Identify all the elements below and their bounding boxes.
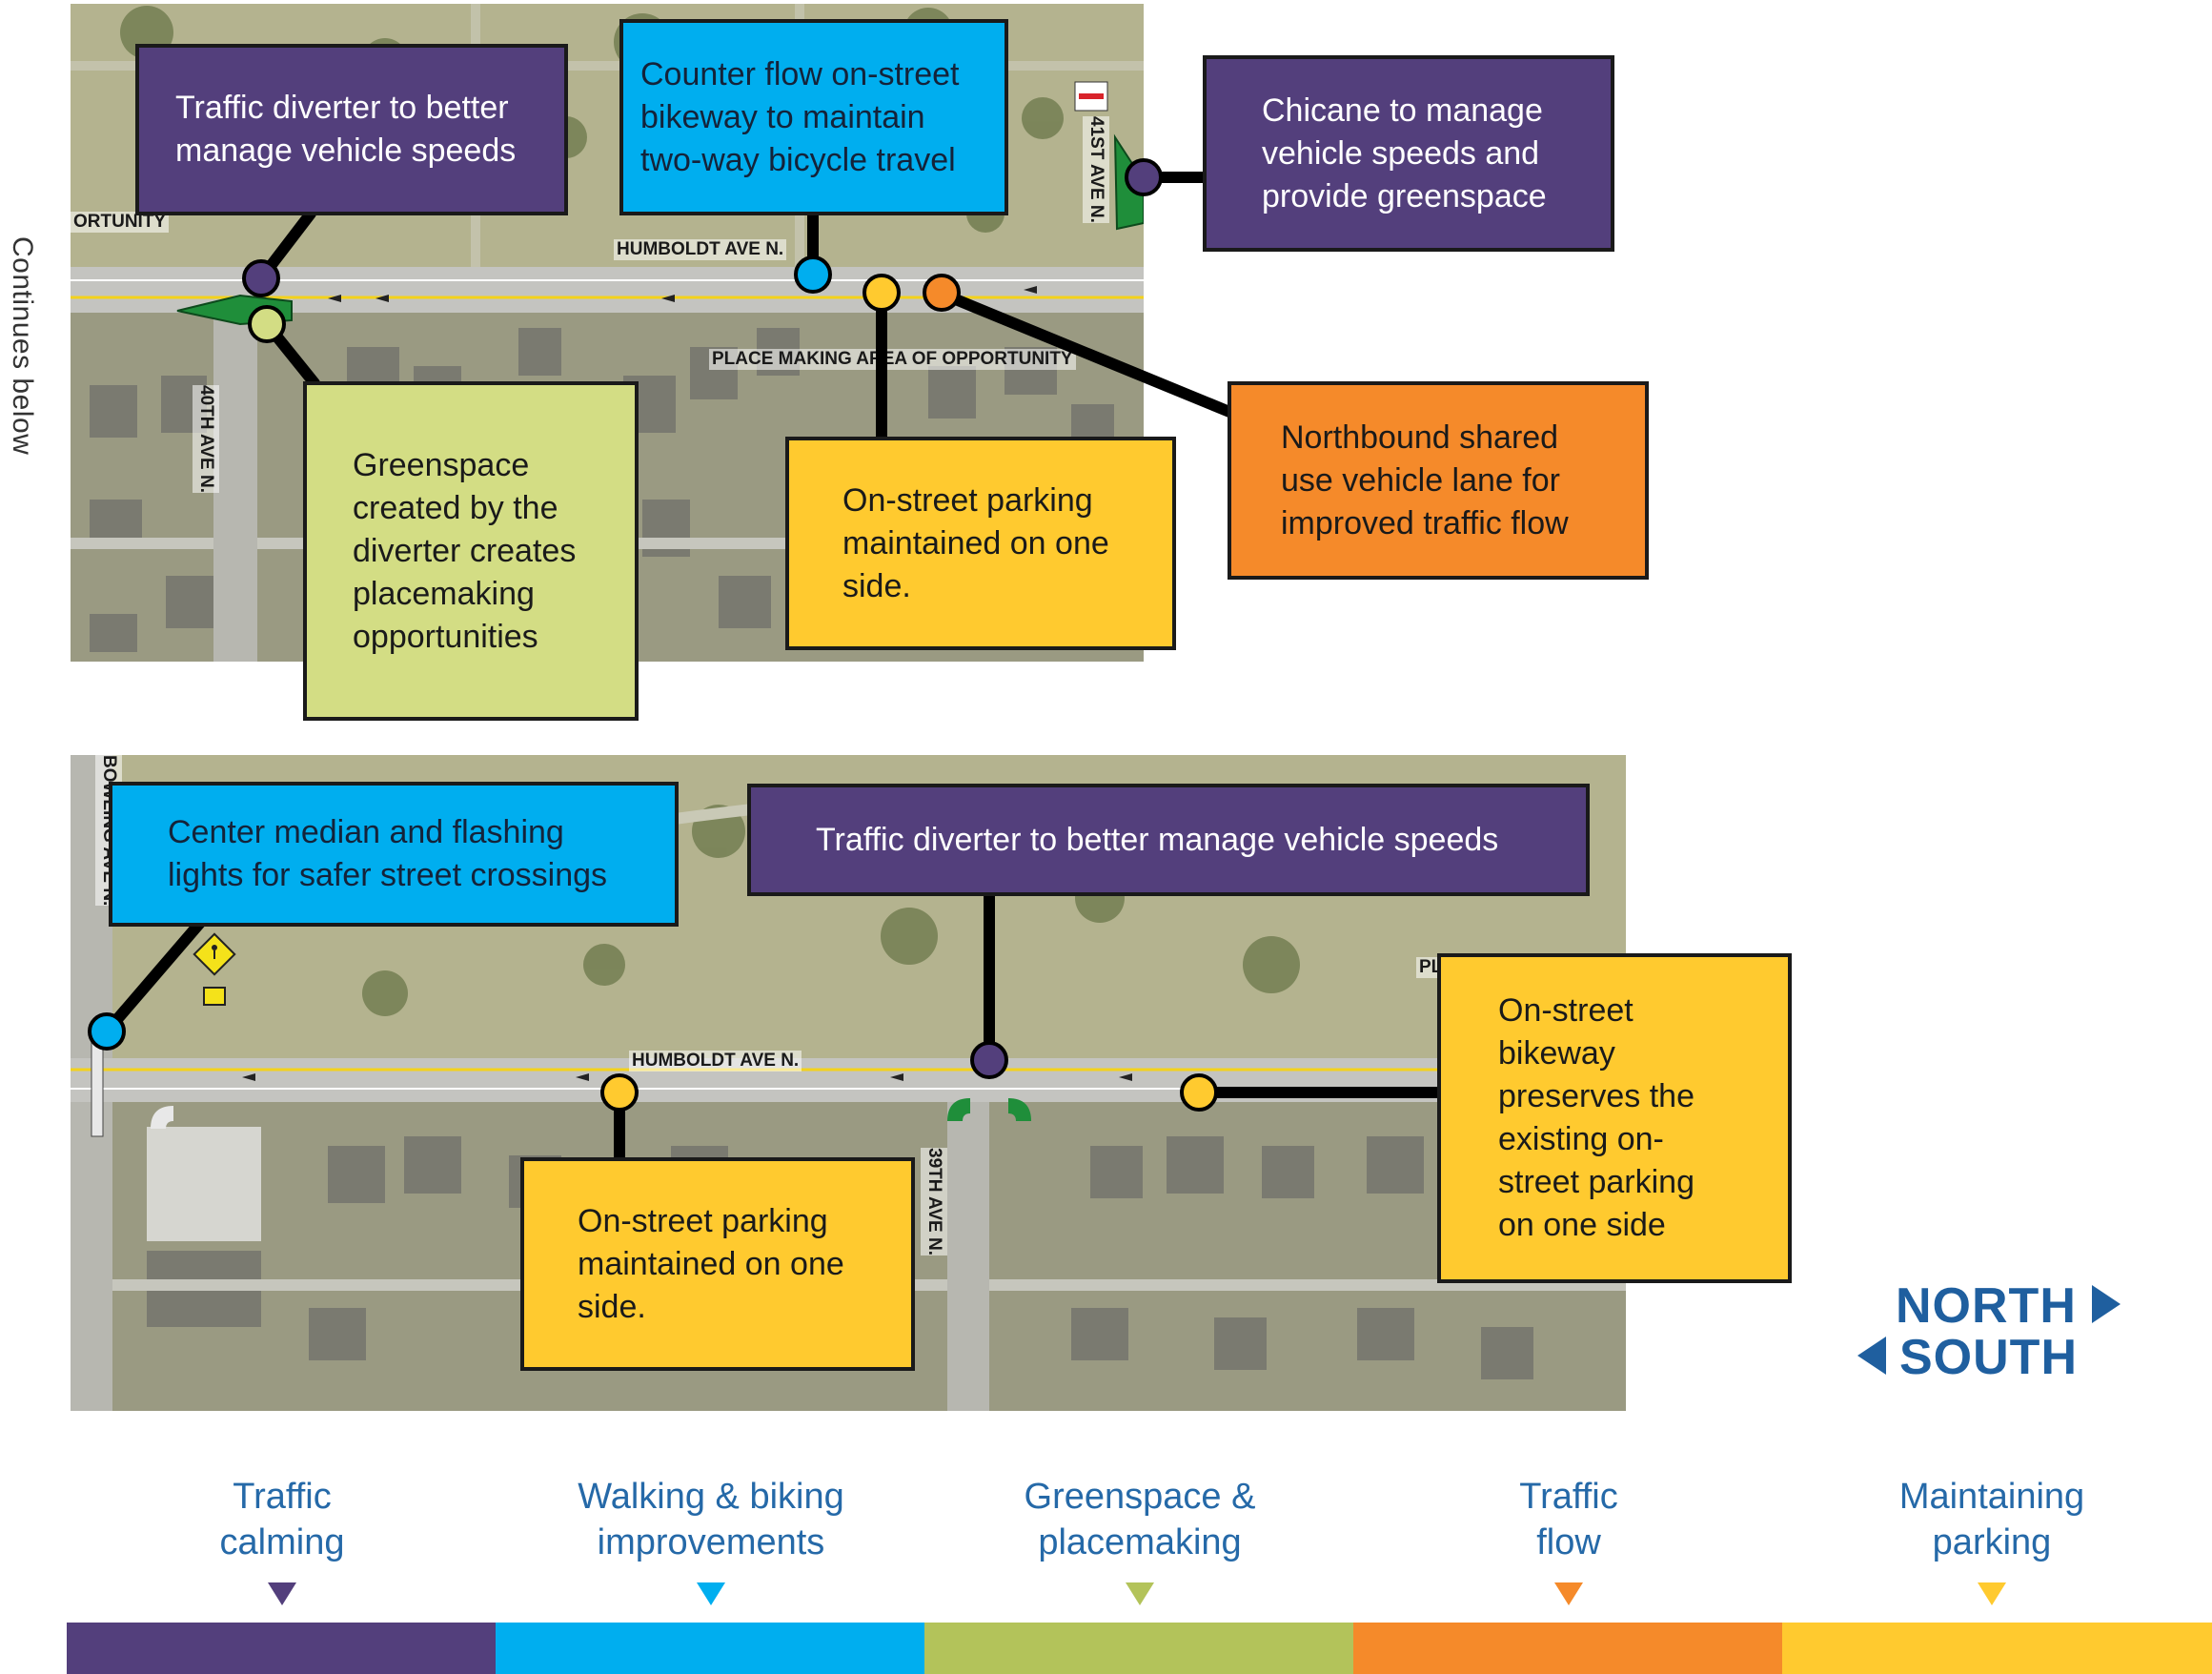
legend-bar-walking-biking [496,1623,924,1674]
center-median [91,1031,104,1137]
diverter-curb-left [947,1098,970,1121]
diverter-curb-right [1008,1098,1031,1121]
39th-ave-roadway [947,1079,989,1411]
south-label: SOUTH [1899,1330,2078,1385]
legend-parking: Maintaining parking [1898,1477,2085,1562]
street-label-39th: 39TH AVE N. [921,1148,947,1256]
legend-arrow-traffic-calming [268,1582,296,1605]
street-label-opportunity: ORTUNITY [71,212,170,233]
north-label: NORTH [1896,1278,2077,1334]
legend-traffic-flow: Traffic flow [1519,1477,1618,1562]
callout-northbound: Northbound shared use vehicle lane for i… [1228,381,1649,580]
street-label-placemaking: PLACE MAKING AREA OF OPPORTUNITY [709,349,1076,370]
legend-traffic-calming: Traffic calming [219,1477,345,1562]
street-label-40th: 40TH AVE N. [193,385,219,493]
legend-arrow-traffic-flow [1554,1582,1583,1605]
callout-median: Center median and flashing lights for sa… [109,782,679,927]
callout-parking-top: On-street parking maintained on one side… [785,437,1176,650]
south-arrow-icon [1857,1337,1886,1375]
legend-arrow-greenspace [1126,1582,1154,1605]
40th-ave-roadway [213,290,257,662]
continues-below-note: Continues below [7,236,38,456]
legend-bar-greenspace [924,1623,1353,1674]
north-arrow-icon [2092,1285,2121,1323]
street-label-humboldt-top: HUMBOLDT AVE N. [614,239,787,260]
legend-arrow-parking [1978,1582,2006,1605]
legend-walking-biking: Walking & biking improvements [578,1477,844,1562]
callout-diverter-bottom: Traffic diverter to better manage vehicl… [747,784,1590,896]
legend-greenspace: Greenspace & placemaking [1024,1477,1256,1562]
legend-bar-parking [1782,1623,2212,1674]
callout-parking-bottom: On-street parking maintained on one side… [520,1157,915,1371]
callout-chicane: Chicane to manage vehicle speeds and pro… [1203,55,1614,252]
callout-diverter-top: Traffic diverter to better manage vehicl… [135,44,568,215]
callout-counterflow: Counter flow on-street bikeway to mainta… [619,19,1008,215]
street-label-humboldt-bottom: HUMBOLDT AVE N. [629,1051,802,1072]
callout-bikeway: On-street bikeway preserves the existing… [1437,953,1792,1283]
legend-bar-traffic-flow [1353,1623,1782,1674]
legend-bar-traffic-calming [67,1623,496,1674]
humboldt-roadway-bottom [71,1058,1626,1102]
callout-greenspace: Greenspace created by the diverter creat… [303,381,639,721]
legend-arrow-walking-biking [697,1582,725,1605]
street-label-41st: 41ST AVE N. [1083,116,1109,223]
north-south-compass: NORTH SOUTH [1854,1277,2130,1385]
